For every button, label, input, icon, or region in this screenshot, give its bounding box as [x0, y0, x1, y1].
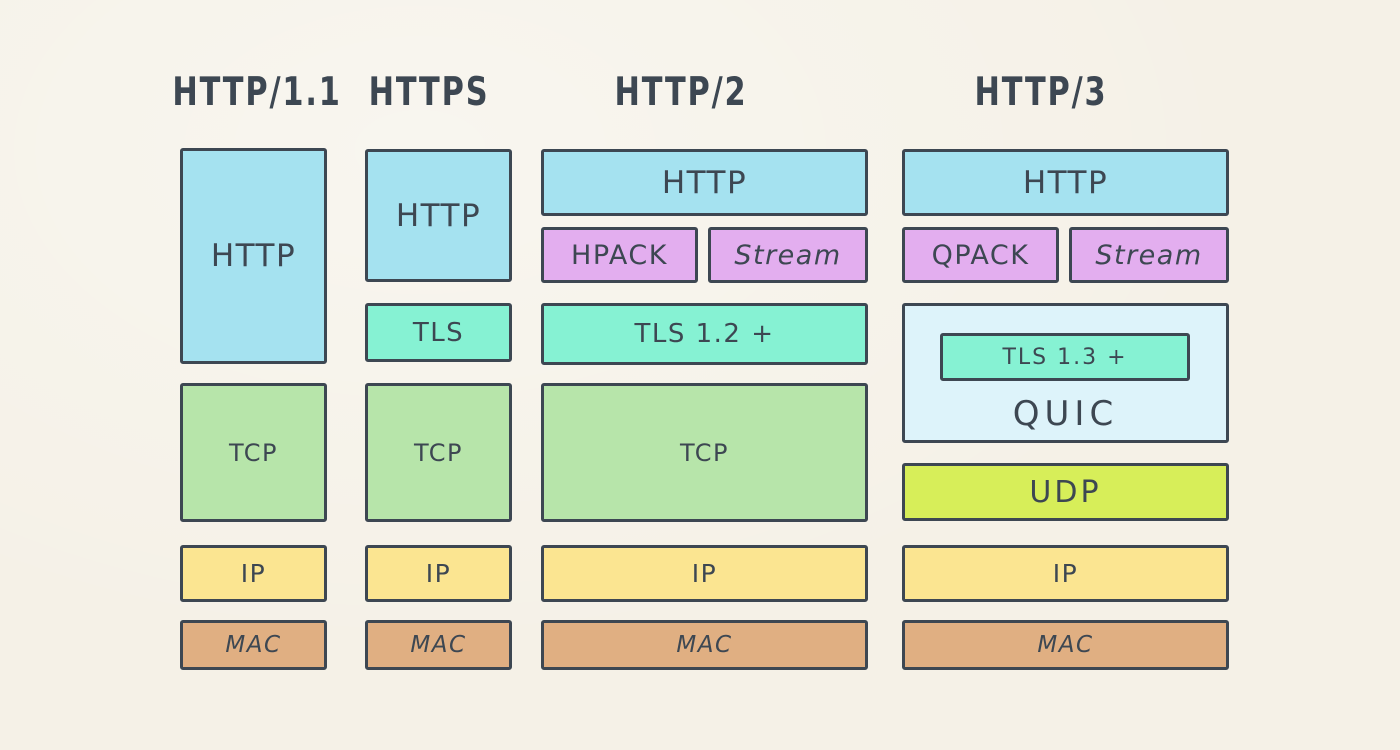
layer-box-http11-ip: IP [180, 545, 327, 602]
column-title-https: HTTPS [368, 68, 490, 115]
column-title-http11: HTTP/1.1 [172, 68, 342, 115]
layer-box-http2-http: HTTP [541, 149, 868, 216]
layer-box-http2-stream: Stream [708, 227, 868, 283]
column-title-http2: HTTP/2 [614, 68, 748, 115]
layer-box-https-http: HTTP [365, 149, 512, 282]
layer-box-http3-udp: UDP [902, 463, 1229, 521]
layer-box-http3-ip: IP [902, 545, 1229, 602]
layer-box-http2-tls12: TLS 1.2 + [541, 303, 868, 365]
layer-box-http11-tcp: TCP [180, 383, 327, 522]
layer-box-https-tls: TLS [365, 303, 512, 362]
layer-box-http3-mac: MAC [902, 620, 1229, 670]
layer-box-http2-tcp: TCP [541, 383, 868, 522]
layer-box-http3-quic: TLS 1.3 + QUIC [902, 303, 1229, 443]
layer-box-http2-ip: IP [541, 545, 868, 602]
layer-box-http2-mac: MAC [541, 620, 868, 670]
column-title-http3: HTTP/3 [974, 68, 1108, 115]
layer-box-http3-tls13: TLS 1.3 + [940, 333, 1190, 381]
layer-box-http3-qpack: QPACK [902, 227, 1059, 283]
layer-box-http3-http: HTTP [902, 149, 1229, 216]
layer-box-https-tcp: TCP [365, 383, 512, 522]
layer-box-https-mac: MAC [365, 620, 512, 670]
layer-box-http2-hpack: HPACK [541, 227, 698, 283]
quic-label: QUIC [1012, 394, 1119, 434]
layer-box-http11-http: HTTP [180, 148, 327, 364]
layer-box-http3-stream: Stream [1069, 227, 1229, 283]
layer-box-https-ip: IP [365, 545, 512, 602]
layer-box-http11-mac: MAC [180, 620, 327, 670]
